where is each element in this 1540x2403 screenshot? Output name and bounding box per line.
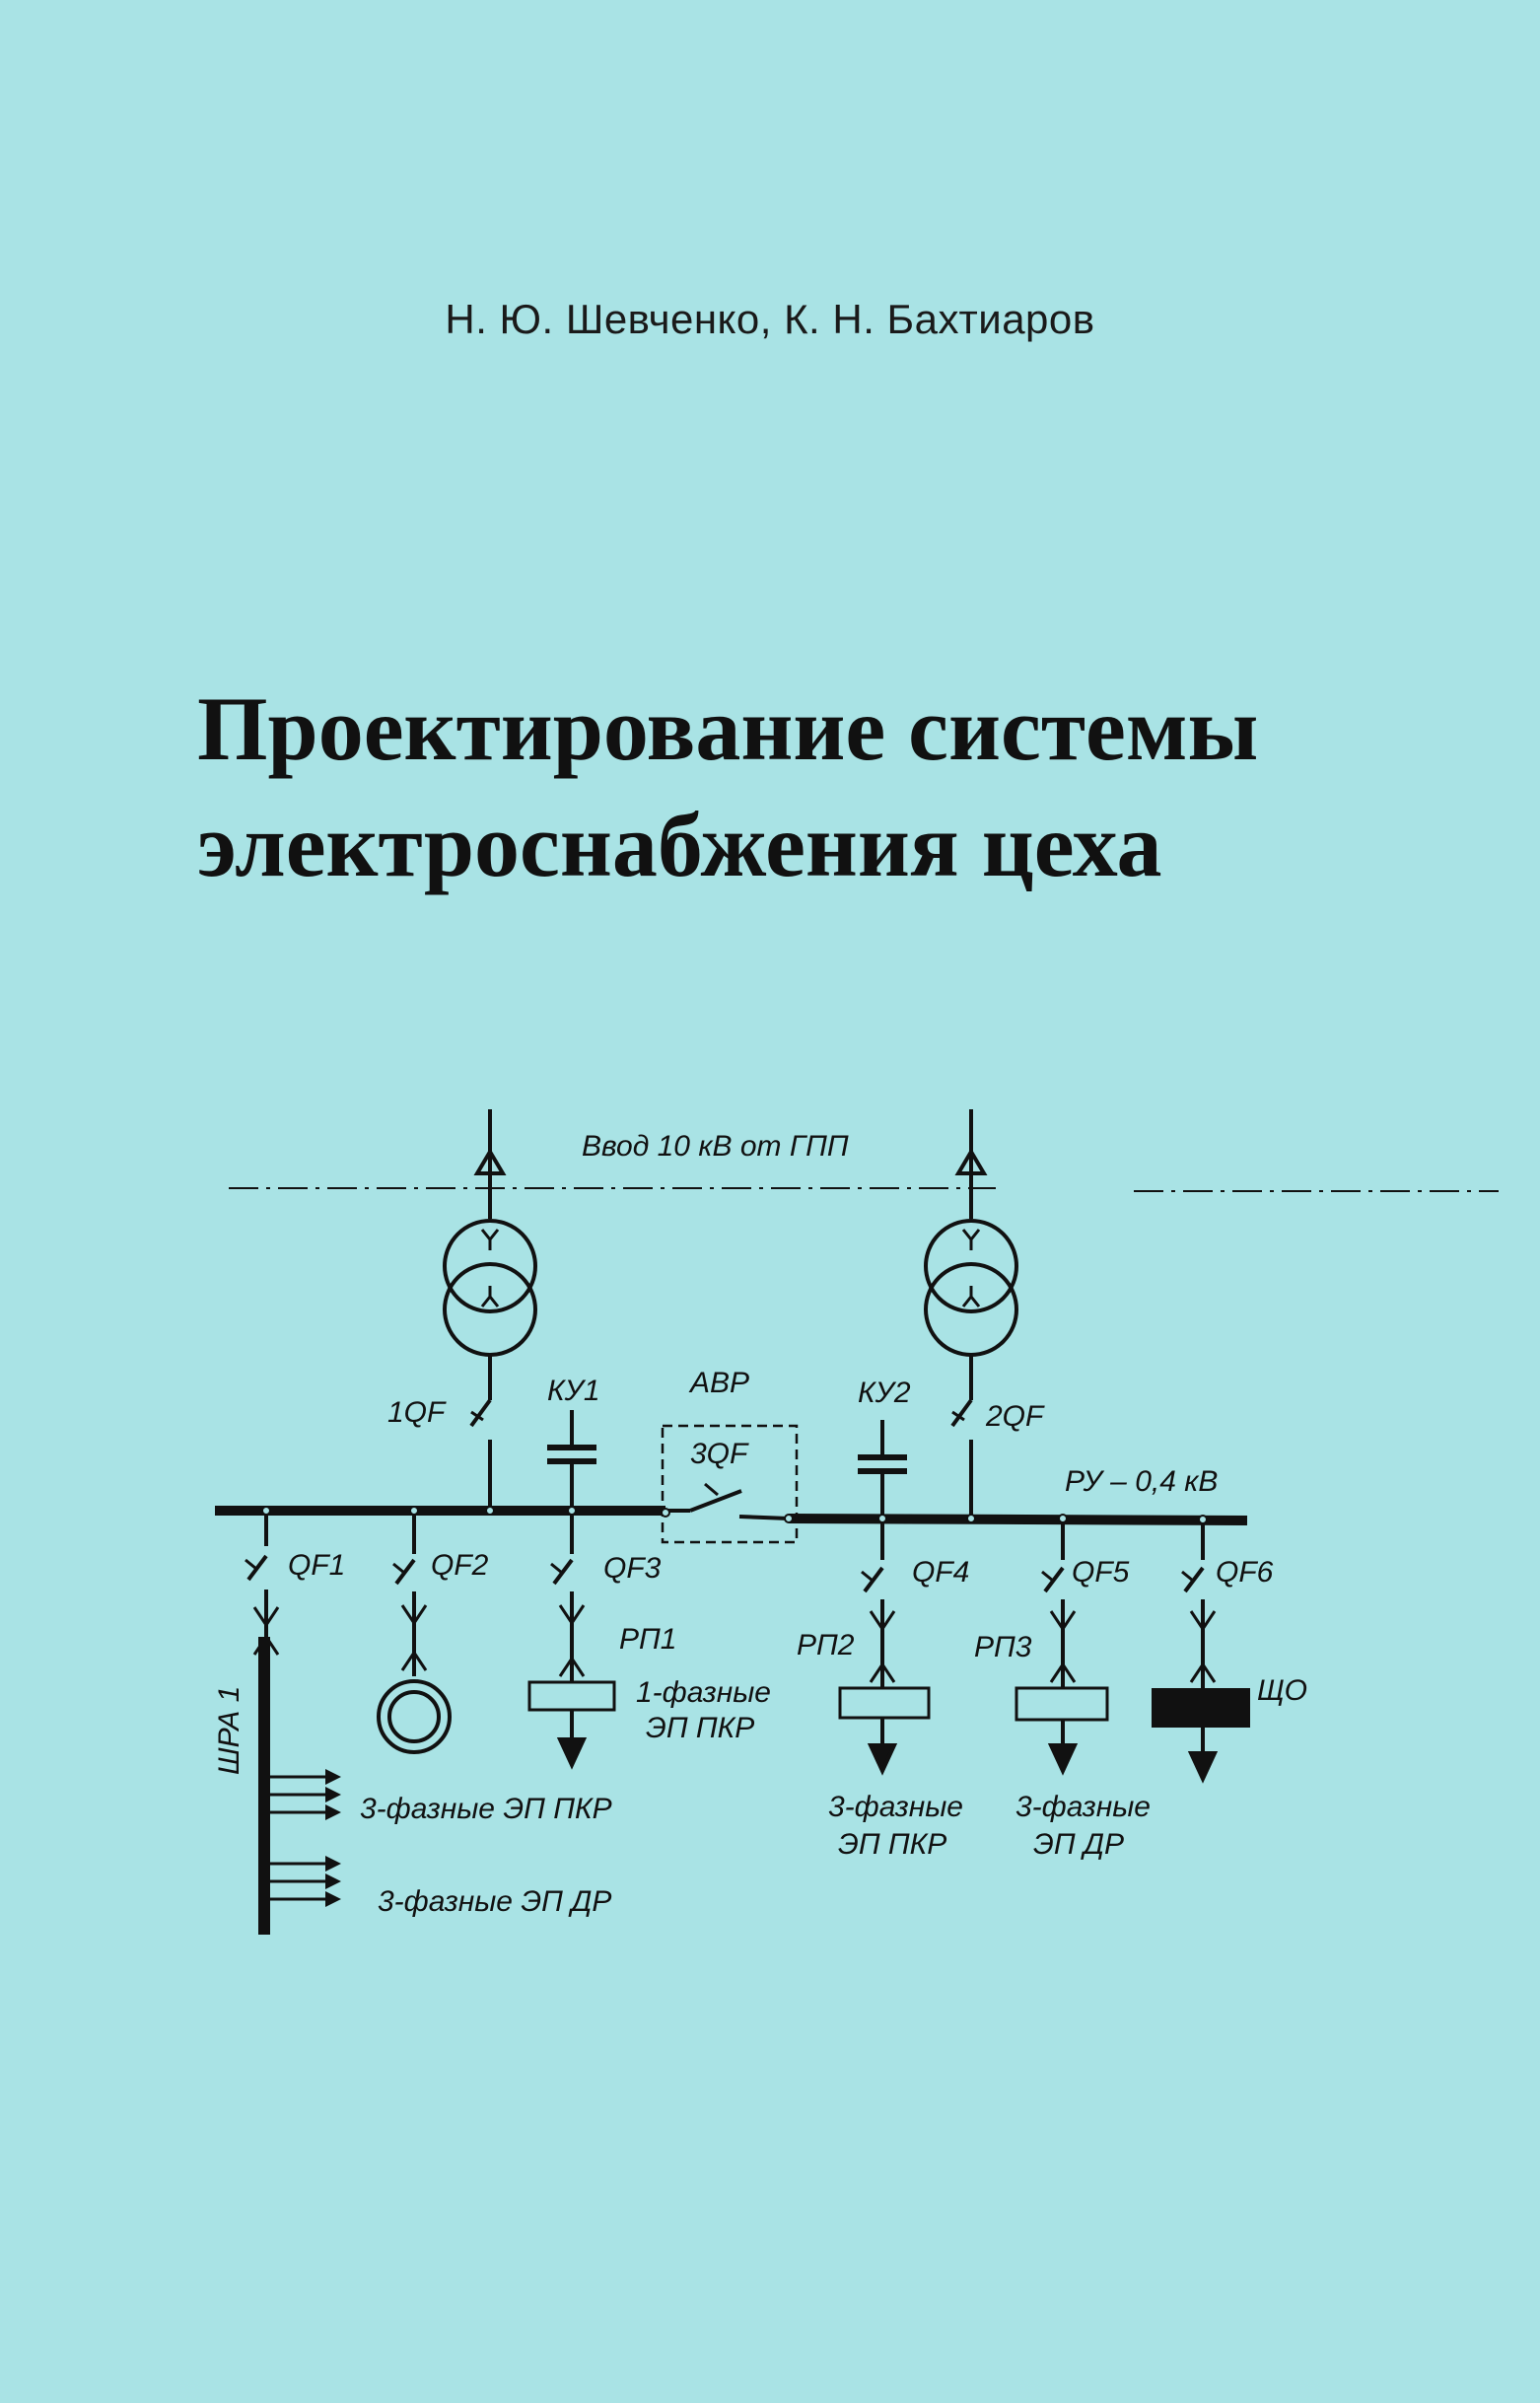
label-3qf: 3QF <box>690 1438 749 1470</box>
label-avr: АВР <box>688 1367 749 1399</box>
label-qf2: QF2 <box>431 1549 489 1582</box>
label-rp2-load-l2: ЭП ПКР <box>838 1828 946 1861</box>
motor-inner <box>387 1690 441 1743</box>
transformer-right-winding-1 <box>924 1219 1018 1313</box>
breaker-qf3 <box>552 1558 574 1586</box>
label-3phase-pkr: 3-фазные ЭП ПКР <box>360 1793 612 1825</box>
distribution-point-rp1 <box>527 1680 616 1712</box>
label-rp2-load-l1: 3-фазные <box>828 1791 963 1823</box>
label-qf1: QF1 <box>288 1549 345 1582</box>
label-shra: ШРА 1 <box>213 1686 245 1775</box>
shra-arrow-3 <box>325 1804 341 1820</box>
label-shchO: ЩО <box>1257 1674 1307 1707</box>
label-1phase-l1: 1-фазные <box>636 1676 771 1709</box>
label-qf5: QF5 <box>1072 1556 1130 1589</box>
rp2-load-arrow <box>867 1743 898 1776</box>
breaker-2qf <box>950 1398 973 1428</box>
motor-outer <box>377 1679 452 1754</box>
label-rp3-load-l2: ЭП ДР <box>1033 1828 1124 1861</box>
shra-arrow-6 <box>325 1891 341 1907</box>
breaker-qf6 <box>1183 1566 1205 1593</box>
label-1phase-l2: ЭП ПКР <box>646 1712 754 1744</box>
lighting-panel-shchO <box>1152 1688 1250 1728</box>
label-qf4: QF4 <box>912 1556 969 1589</box>
title-line-1: Проектирование системы <box>197 678 1259 779</box>
distribution-point-rp3 <box>1015 1686 1109 1722</box>
feed-arrow-left <box>473 1148 507 1175</box>
avr-box <box>661 1424 799 1544</box>
distribution-point-rp2 <box>838 1686 931 1720</box>
label-rp2: РП2 <box>797 1629 855 1661</box>
label-ku2: КУ2 <box>858 1377 911 1409</box>
book-title: Проектирование системы электроснабжения … <box>197 671 1380 903</box>
label-input: Ввод 10 кВ от ГПП <box>582 1130 849 1163</box>
label-ku1: КУ1 <box>547 1375 600 1407</box>
breaker-qf5 <box>1043 1566 1065 1593</box>
feed-arrow-right <box>954 1148 988 1175</box>
shra-arrow-4 <box>325 1856 341 1872</box>
transformer-left-winding-1 <box>443 1219 537 1313</box>
title-line-2: электроснабжения цеха <box>197 795 1162 895</box>
shra-arrow-1 <box>325 1769 341 1785</box>
label-qf6: QF6 <box>1216 1556 1274 1589</box>
label-rp1: РП1 <box>619 1623 676 1656</box>
breaker-qf1 <box>246 1554 268 1582</box>
label-rp3-load-l1: 3-фазные <box>1015 1791 1151 1823</box>
label-2qf: 2QF <box>985 1400 1045 1433</box>
breaker-3qf <box>689 1489 742 1513</box>
busbar-right <box>788 1514 1248 1525</box>
breaker-qf2 <box>394 1558 416 1586</box>
label-1qf: 1QF <box>387 1396 447 1429</box>
shra-arrow-5 <box>325 1873 341 1889</box>
label-3phase-dr: 3-фазные ЭП ДР <box>378 1885 611 1918</box>
shchO-load-arrow <box>1187 1751 1219 1784</box>
authors: Н. Ю. Шевченко, К. Н. Бахтиаров <box>445 296 1095 342</box>
rp1-load-arrow <box>556 1737 588 1770</box>
label-ru: РУ – 0,4 кВ <box>1065 1465 1218 1498</box>
label-rp3: РП3 <box>974 1631 1032 1663</box>
rp3-load-arrow <box>1047 1743 1079 1776</box>
breaker-1qf <box>469 1398 492 1428</box>
breaker-qf4 <box>863 1566 884 1593</box>
label-qf3: QF3 <box>603 1552 662 1585</box>
shra-arrow-2 <box>325 1787 341 1802</box>
